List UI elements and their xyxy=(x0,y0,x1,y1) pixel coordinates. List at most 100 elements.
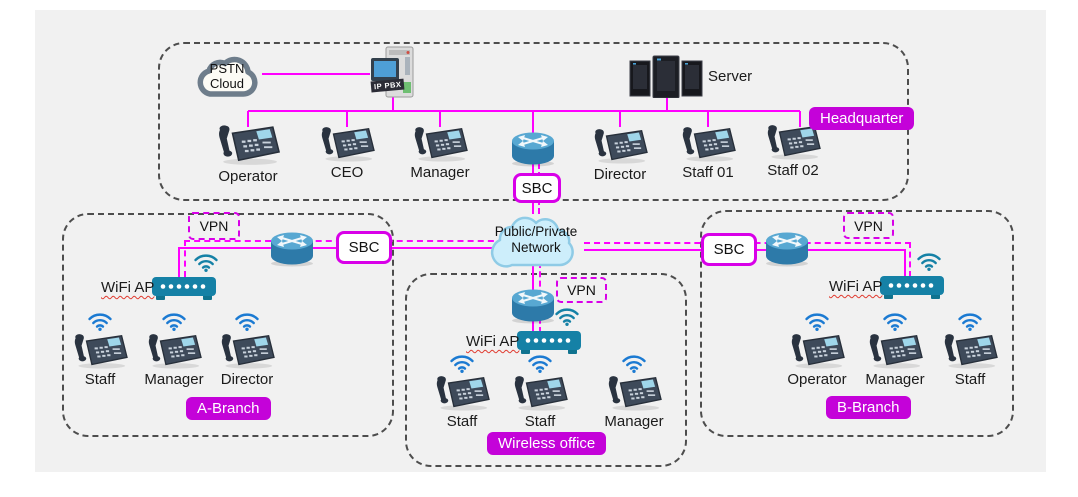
connection-line xyxy=(904,249,906,277)
wifi-signal-icon xyxy=(554,306,580,326)
phone-label: Manager xyxy=(410,164,470,181)
phone-label: Manager xyxy=(604,413,664,430)
b-branch-badge: B-Branch xyxy=(826,396,911,419)
phone-node-staff: Staff xyxy=(60,311,140,388)
phone-node-manager: Manager xyxy=(395,126,485,181)
wifi-signal-icon xyxy=(916,251,942,271)
sbc-box-b-branch: SBC xyxy=(701,233,757,266)
wifi-ap-label: WiFi AP xyxy=(101,279,155,296)
phone-node-operator: Operator xyxy=(203,124,293,185)
wifi-ap-icon xyxy=(152,276,216,301)
phone-icon xyxy=(511,375,569,411)
phone-node-staff02: Staff 02 xyxy=(748,124,838,179)
connection-line xyxy=(178,247,180,277)
ip-pbx-icon xyxy=(367,46,417,100)
wifi-signal-icon xyxy=(161,311,187,331)
phone-label: Staff xyxy=(954,371,986,388)
phone-label: CEO xyxy=(330,164,364,181)
wifi-signal-icon xyxy=(527,353,553,373)
phone-icon xyxy=(218,333,276,369)
network-cloud-icon xyxy=(486,209,586,271)
pstn-line1: PSTN xyxy=(209,61,245,76)
b-branch-section-frame xyxy=(700,210,1014,437)
pstn-cloud-label: PSTN Cloud xyxy=(189,61,265,91)
phone-icon xyxy=(591,128,649,164)
phone-icon xyxy=(318,126,376,162)
vpn-tunnel-line xyxy=(184,240,186,277)
phone-icon xyxy=(679,126,737,162)
connection-line xyxy=(619,111,621,127)
wifi-signal-icon xyxy=(449,353,475,373)
connection-line xyxy=(262,73,370,75)
phone-icon xyxy=(71,333,129,369)
a-branch-badge: A-Branch xyxy=(186,397,271,420)
wifi-signal-icon xyxy=(882,311,908,331)
wifi-ap-label: WiFi AP xyxy=(466,333,520,350)
phone-icon xyxy=(411,126,469,162)
connection-line xyxy=(392,97,394,110)
phone-node-staff: Staff xyxy=(422,353,502,430)
vpn-box-wireless: VPN xyxy=(556,277,607,303)
phone-label: Staff 02 xyxy=(767,162,819,179)
connection-line xyxy=(247,111,249,127)
connection-line xyxy=(439,111,441,127)
phone-node-ceo: CEO xyxy=(302,126,392,181)
phone-label: Staff 01 xyxy=(682,164,734,181)
wifi-ap-icon xyxy=(517,330,581,355)
connection-line xyxy=(346,111,348,127)
server-label: Server xyxy=(708,68,753,85)
sbc-box-a-branch: SBC xyxy=(336,231,392,264)
wifi-signal-icon xyxy=(87,311,113,331)
phone-node-director: Director xyxy=(207,311,287,388)
vpn-box-b-branch: VPN xyxy=(843,212,894,239)
phone-node-staff: Staff xyxy=(930,311,1010,388)
cloud-line1: Public/Private xyxy=(494,224,578,239)
wifi-signal-icon xyxy=(804,311,830,331)
server-icon xyxy=(627,54,705,99)
phone-label: Manager xyxy=(865,371,925,388)
phone-icon xyxy=(215,124,282,165)
network-cloud-label: Public/Private Network xyxy=(490,224,582,255)
phone-node-director: Director xyxy=(575,128,665,183)
phone-icon xyxy=(433,375,491,411)
sbc-box-headquarter: SBC xyxy=(513,173,561,203)
vpn-box-a-branch: VPN xyxy=(188,212,240,240)
router-icon xyxy=(510,286,556,324)
wifi-signal-icon xyxy=(957,311,983,331)
phone-label: Staff xyxy=(84,371,116,388)
phone-icon xyxy=(941,333,999,369)
a-branch-section-frame xyxy=(62,213,394,437)
pstn-line2: Cloud xyxy=(210,76,244,91)
router-icon xyxy=(764,229,810,267)
wifi-ap-label: WiFi AP xyxy=(829,278,883,295)
wireless-office-section-frame xyxy=(405,273,687,467)
phone-icon xyxy=(145,333,203,369)
phone-label: Operator xyxy=(218,168,278,185)
cloud-line2: Network xyxy=(511,239,561,255)
wifi-ap-icon xyxy=(880,275,944,300)
pstn-cloud-icon xyxy=(189,48,265,100)
connection-line xyxy=(666,96,668,110)
router-icon xyxy=(269,229,315,267)
wireless-office-badge: Wireless office xyxy=(487,432,607,455)
phone-label: Manager xyxy=(144,371,204,388)
phone-icon xyxy=(866,333,924,369)
phone-node-manager: Manager xyxy=(594,353,674,430)
phone-icon xyxy=(605,375,663,411)
wifi-signal-icon xyxy=(193,252,219,272)
phone-label: Staff xyxy=(446,413,478,430)
phone-node-staff: Staff xyxy=(500,353,580,430)
wifi-signal-icon xyxy=(234,311,260,331)
router-icon xyxy=(510,129,556,167)
phone-icon xyxy=(764,124,822,160)
connection-line xyxy=(707,111,709,127)
phone-node-manager: Manager xyxy=(855,311,935,388)
phone-node-manager: Manager xyxy=(134,311,214,388)
phone-icon xyxy=(788,333,846,369)
phone-node-operator: Operator xyxy=(777,311,857,388)
phone-label: Operator xyxy=(787,371,847,388)
headquarter-badge: Headquarter xyxy=(809,107,915,130)
vpn-tunnel-line xyxy=(909,242,911,277)
phone-label: Staff xyxy=(524,413,556,430)
